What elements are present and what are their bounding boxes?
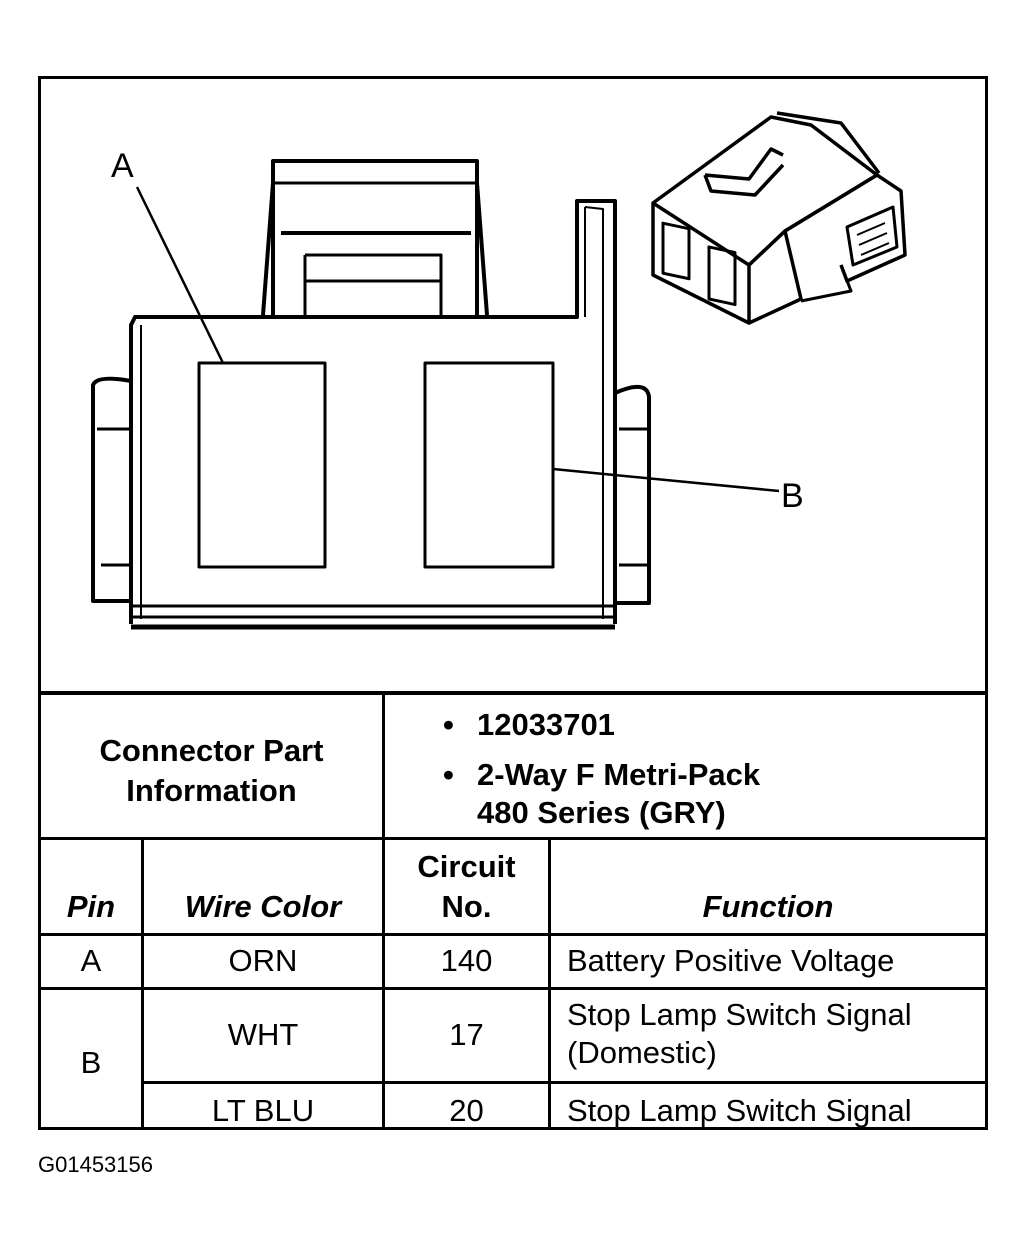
header-function: Function: [702, 889, 834, 924]
connector-drawing: [91, 111, 907, 630]
table-row-divider: [41, 987, 985, 990]
row-b-function-line1: Stop Lamp Switch Signal: [567, 997, 912, 1032]
table-divider: [41, 837, 985, 840]
row-b-circuit: 17: [449, 1017, 484, 1052]
bullet: •: [443, 757, 454, 792]
table-row-divider: [141, 1081, 985, 1084]
part-info-label: Connector Part Information: [99, 733, 324, 808]
header-wire-color: Wire Color: [184, 889, 342, 924]
part-description: 2-Way F Metri-Pack: [477, 757, 761, 792]
right-side-tab: [614, 385, 651, 605]
table-header-divider: [41, 933, 985, 936]
terminal-cavity-b: [423, 361, 555, 569]
header-circuit-line1: Circuit: [417, 849, 516, 884]
table-column-divider: [382, 691, 385, 1127]
diagram-frame: A B Connector Part Information • 1203370…: [38, 76, 988, 1130]
row-a-wire-color: ORN: [228, 943, 298, 978]
header-circuit-line2: No.: [441, 889, 492, 924]
row-a-function: Battery Positive Voltage: [567, 943, 895, 978]
leader-line-a: [135, 186, 225, 364]
table-column-divider: [548, 837, 551, 1127]
row-b-wire-color: WHT: [227, 1017, 299, 1052]
connector-body: [129, 199, 617, 624]
row-b-function-line2: (Domestic): [567, 1035, 717, 1070]
row-b-pin: B: [80, 1045, 102, 1080]
header-pin: Pin: [66, 889, 116, 924]
row-b2-wire-color: LT BLU: [211, 1093, 315, 1128]
row-b2-function: Stop Lamp Switch Signal: [567, 1093, 912, 1128]
callout-label-a: A: [111, 147, 134, 185]
row-a-circuit: 140: [440, 943, 493, 978]
row-a-pin: A: [80, 943, 102, 978]
part-number: 12033701: [477, 707, 615, 742]
table-divider-top: [41, 691, 985, 695]
figure-id: G01453156: [38, 1152, 153, 1177]
terminal-cavity-a: [197, 361, 327, 569]
row-b2-circuit: 20: [449, 1093, 484, 1128]
left-side-tab: [91, 376, 132, 603]
connector-isometric-view: [651, 111, 907, 325]
table-column-divider: [141, 837, 144, 1127]
callout-label-b: B: [781, 477, 804, 515]
leader-line-b: [552, 467, 780, 493]
part-series: 480 Series (GRY): [477, 795, 726, 830]
bullet: •: [443, 707, 454, 742]
connector-latch: [271, 159, 479, 315]
